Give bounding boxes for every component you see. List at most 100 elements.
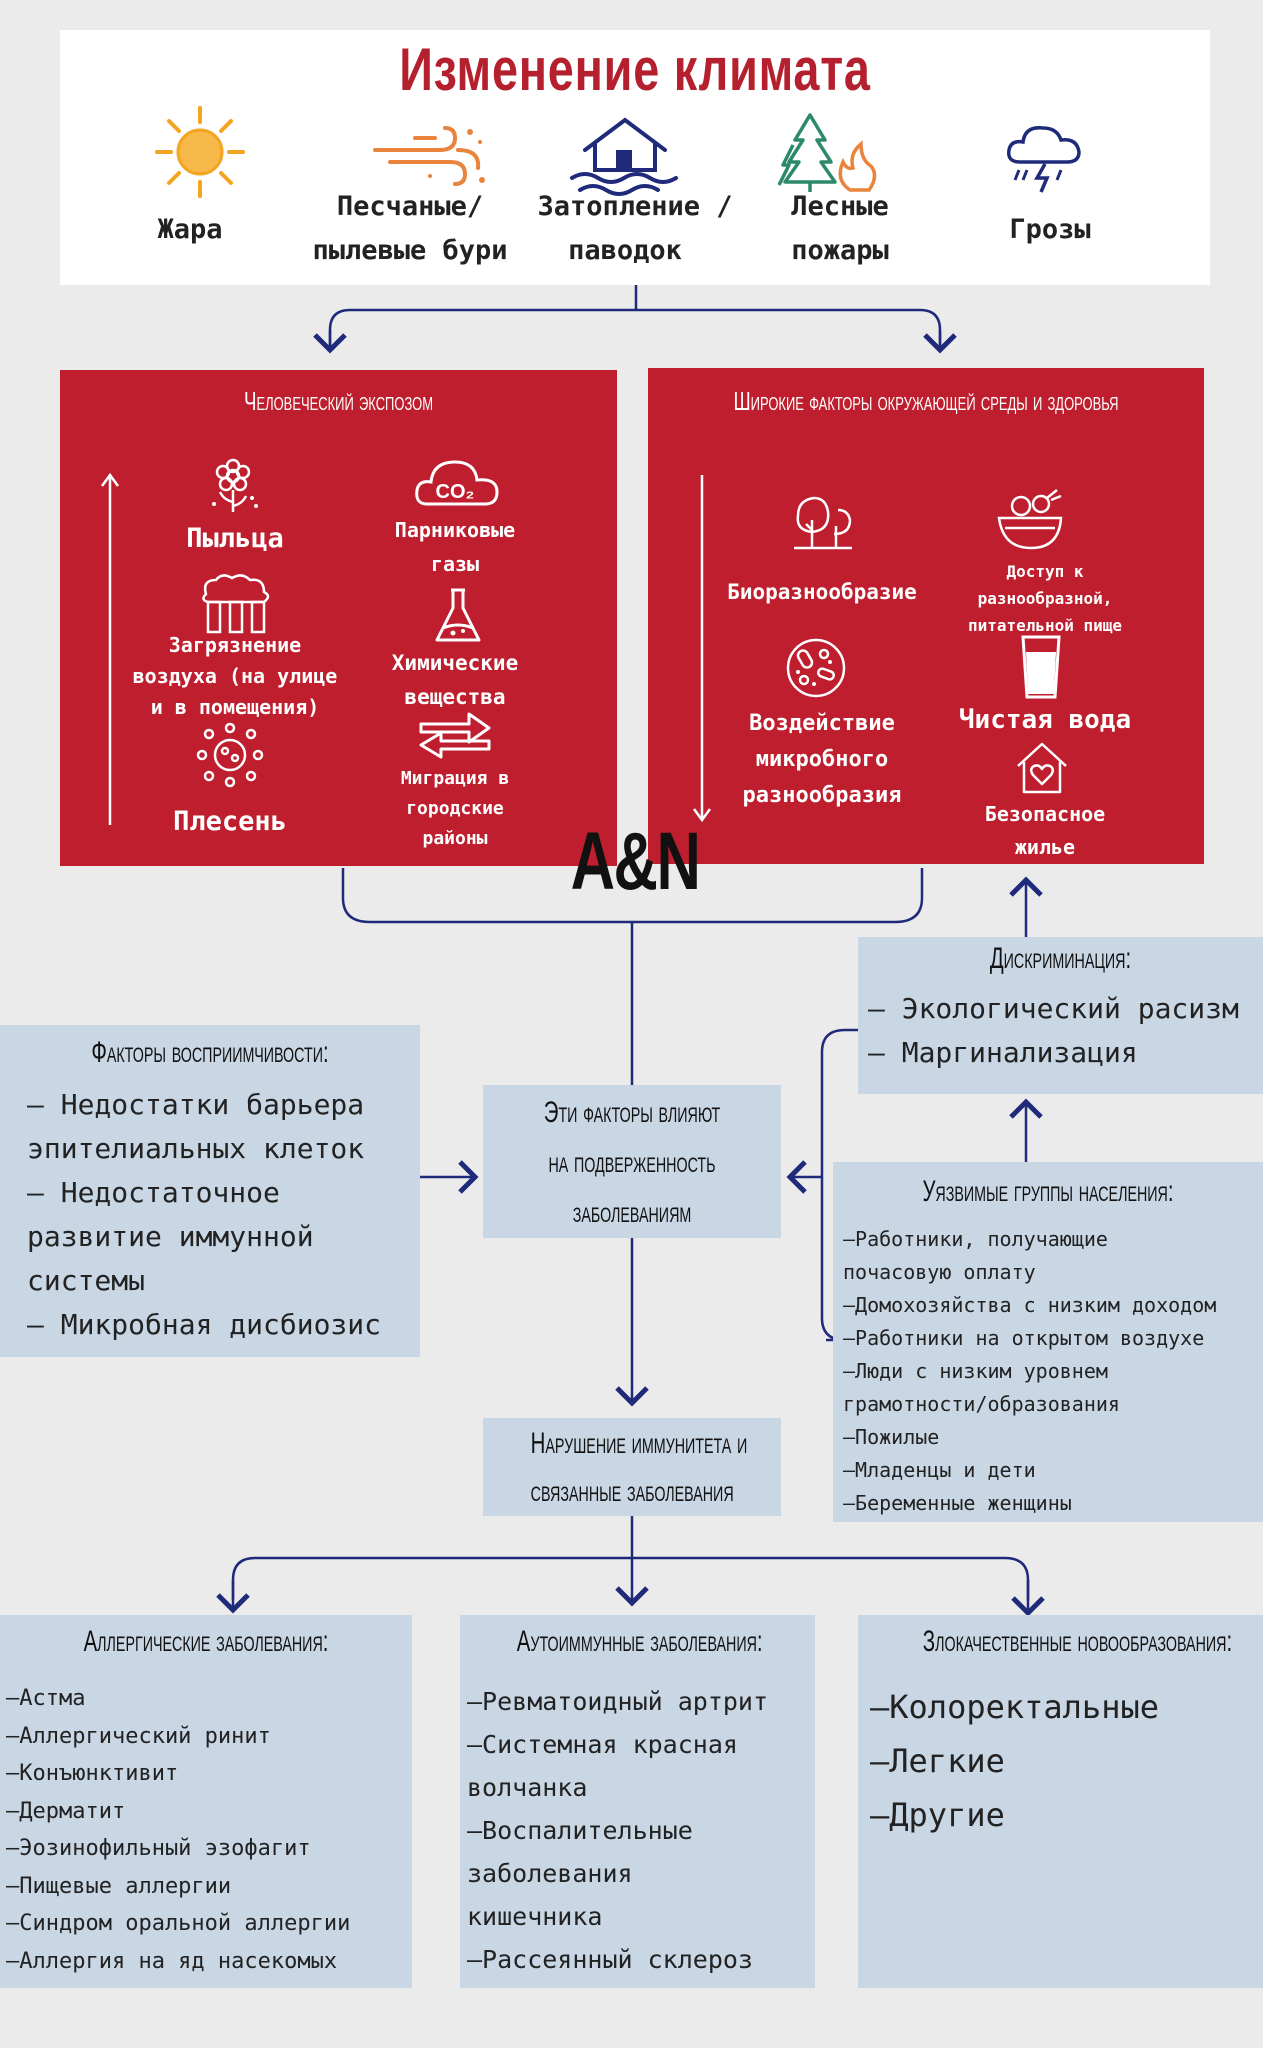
dust-storm-label-2: пылевые бури — [312, 235, 508, 266]
discrimination-title: Дискриминация: — [989, 942, 1132, 975]
food-bowl-icon — [997, 489, 1063, 550]
autoimmune-line-1: –Ревматоидный артрит — [467, 1687, 769, 1716]
immunity-box — [483, 1418, 781, 1516]
discrimination-list: – Экологический расизм – Маргинализация — [868, 987, 1258, 1075]
immunity-line-1: Нарушение иммунитета и — [530, 1427, 748, 1460]
microbial-line-1: Воздействие — [749, 711, 895, 736]
autoimmune-line-4: –Воспалительные — [467, 1816, 693, 1845]
autoimmune-title: Аутоиммунные заболевания: — [516, 1625, 763, 1658]
vulnerable-line-8: –Младенцы и дети — [843, 1458, 1036, 1482]
migration-line-2: городские — [406, 798, 504, 819]
air-pollution-line-1: Загрязнение — [168, 633, 302, 657]
chemicals-line-1: Химические — [391, 651, 519, 675]
vulnerable-line-1: –Работники, получающие — [843, 1227, 1108, 1251]
susceptibility-line-2: эпителиальных клеток — [27, 1132, 365, 1165]
an-logo: A&N — [570, 816, 701, 907]
susceptibility-box — [0, 1025, 420, 1357]
allergic-line-3: –Конъюнктивит — [6, 1761, 179, 1786]
housing-label: Безопасное жилье — [940, 798, 1150, 864]
microbial-line-2: микробного — [755, 747, 889, 772]
env-down-arrow — [692, 475, 712, 823]
vulnerable-line-5: –Люди с низким уровнем — [843, 1359, 1108, 1383]
discrimination-box — [858, 937, 1263, 1094]
center-line-3: заболеваниям — [572, 1196, 692, 1229]
dust-storm-icon — [373, 126, 485, 186]
microbial-label: Воздействие микробного разнообразия — [712, 706, 932, 814]
malignant-line-1: –Колоректальные — [870, 1688, 1159, 1726]
greenhouse-label: Парниковые газы — [370, 513, 540, 581]
allergic-line-2: –Аллергический ринит — [6, 1723, 271, 1749]
flood-icon — [570, 117, 678, 196]
food-label: Доступ к разнообразной, питательной пище — [940, 558, 1150, 639]
discrimination-item-2: – Маргинализация — [868, 1036, 1138, 1069]
greenhouse-line-1: Парниковые — [394, 518, 516, 542]
migration-label: Миграция в городские районы — [370, 764, 540, 854]
allergic-line-4: –Дерматит — [6, 1798, 126, 1824]
pollen-flower-icon — [212, 458, 258, 512]
autoimmune-line-3: волчанка — [467, 1773, 588, 1802]
center-line-2: на подверженность — [548, 1146, 716, 1179]
water-label: Чистая вода — [958, 705, 1132, 735]
microbial-line-3: разнообразия — [742, 783, 902, 808]
flask-icon — [435, 588, 481, 642]
chemicals-label: Химические вещества — [370, 646, 540, 714]
water-glass-icon — [1021, 635, 1061, 699]
autoimmune-line-5: заболевания — [467, 1859, 633, 1888]
human-exposome-box — [60, 370, 617, 866]
center-line-1: Эти факторы влияют — [543, 1096, 721, 1129]
flood-label-2: паводок — [568, 235, 682, 266]
susceptibility-list: – Недостатки барьера эпителиальных клето… — [27, 1083, 417, 1347]
susceptibility-line-3: – Недостаточное — [27, 1176, 280, 1209]
vulnerable-line-2: почасовую оплату — [843, 1260, 1036, 1284]
vulnerable-line-9: –Беременные женщины — [843, 1491, 1072, 1515]
malignant-list: –Колоректальные –Легкие –Другие — [870, 1680, 1260, 1842]
air-pollution-label: Загрязнение воздуха (на улице и в помеще… — [110, 630, 360, 723]
allergic-line-1: –Астма — [6, 1686, 86, 1711]
housing-line-2: жилье — [1014, 835, 1076, 859]
dust-storm-label-1: Песчаные/ — [336, 191, 484, 222]
vulnerable-title: Уязвимые группы населения: — [922, 1175, 1174, 1208]
allergic-line-5: –Эозинофильный эзофагит — [6, 1836, 311, 1861]
migration-line-3: районы — [422, 828, 488, 849]
malignant-line-2: –Легкие — [870, 1742, 1005, 1780]
autoimmune-box — [460, 1615, 815, 1988]
susceptibility-line-1: – Недостатки барьера — [27, 1088, 365, 1121]
food-line-3: питательной пище — [967, 616, 1123, 635]
microbe-icon — [786, 638, 846, 698]
env-factors-box — [648, 368, 1204, 864]
air-pollution-line-3: и в помещения) — [150, 695, 320, 719]
center-box — [483, 1085, 781, 1238]
food-line-2: разнообразной, — [977, 589, 1113, 608]
allergic-title: Аллергические заболевания: — [83, 1625, 329, 1658]
thunderstorm-label: Грозы — [1009, 214, 1091, 245]
autoimmune-list: –Ревматоидный артрит –Системная красная … — [467, 1680, 812, 1981]
malignant-box — [858, 1615, 1263, 1988]
food-line-1: Доступ к — [1006, 562, 1084, 581]
pollen-label: Пыльца — [186, 523, 284, 554]
migration-arrows-icon — [419, 712, 491, 759]
vulnerable-box — [833, 1162, 1263, 1522]
co2-cloud-icon: CO₂ — [415, 460, 499, 506]
env-factors-title: Широкие факторы окружающей среды и здоро… — [733, 386, 1119, 416]
sun-icon — [155, 106, 245, 198]
svg-text:CO₂: CO₂ — [436, 481, 475, 503]
forest-fire-icon — [777, 113, 877, 192]
susceptibility-line-5: системы — [27, 1264, 146, 1297]
center-text: Эти факторы влияют на подверженность заб… — [483, 1088, 781, 1238]
safe-home-icon — [1017, 742, 1067, 794]
immunity-line-2: связанные заболевания — [530, 1475, 734, 1508]
flood-label-1: Затопление / — [537, 191, 733, 222]
vulnerable-line-6: грамотности/образования — [843, 1392, 1120, 1416]
human-exposome-title: Человеческий экспозом — [243, 386, 434, 416]
header-box — [60, 30, 1210, 285]
top-fork-line — [328, 285, 942, 345]
vulnerable-line-7: –Пожилые — [843, 1425, 940, 1449]
malignant-line-3: –Другие — [870, 1796, 1005, 1834]
bottom-fork-line — [231, 1516, 1030, 1600]
allergic-line-6: –Пищевые аллергии — [6, 1873, 232, 1899]
air-pollution-line-2: воздуха (на улице — [132, 664, 338, 688]
susceptibility-line-4: развитие иммунной — [27, 1220, 314, 1253]
autoimmune-line-7: –Рассеянный склероз — [467, 1945, 753, 1974]
autoimmune-line-2: –Системная красная — [467, 1730, 738, 1759]
allergic-list: –Астма –Аллергический ринит –Конъюнктиви… — [6, 1680, 411, 1980]
